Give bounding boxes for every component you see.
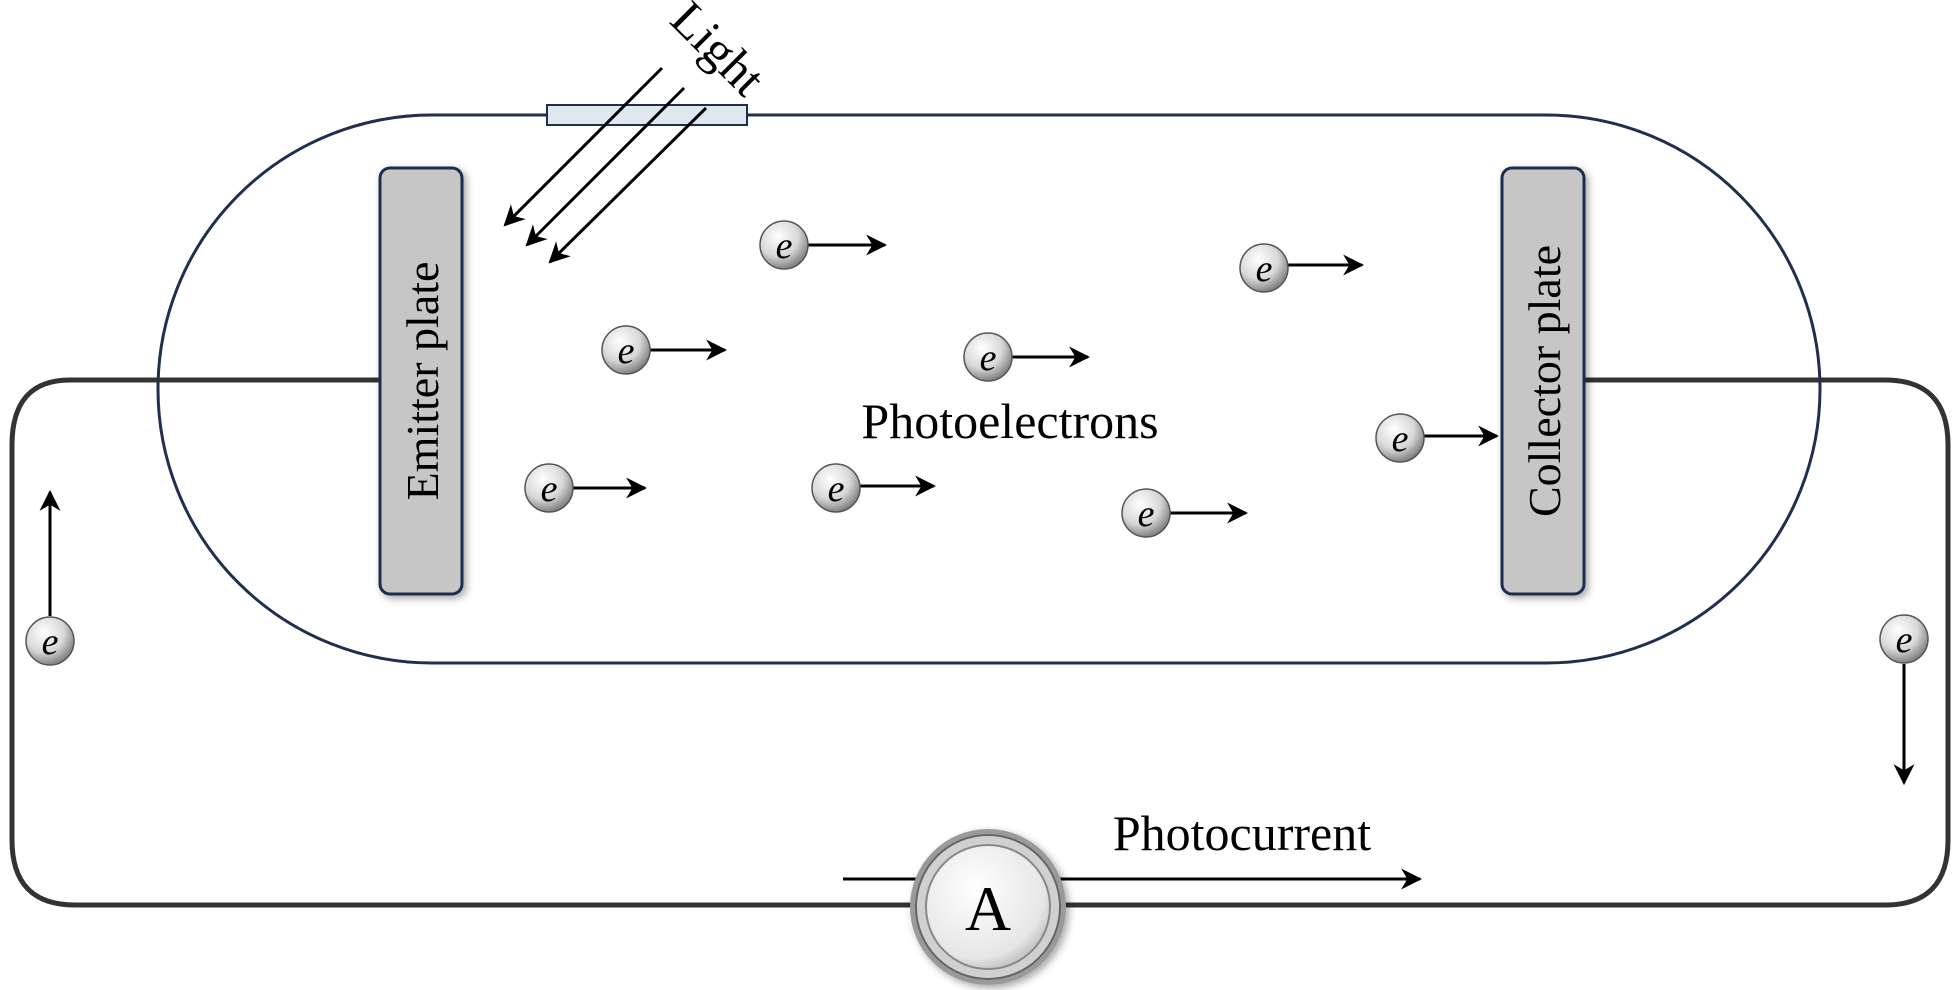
quartz-window [546, 104, 748, 126]
emitter-plate-label: Emitter plate [397, 262, 448, 501]
electron-label: e [776, 225, 793, 267]
electron: e [524, 463, 648, 513]
electron-label: e [980, 337, 997, 379]
light-label: Light [660, 0, 776, 106]
electron: e [1239, 243, 1365, 293]
electron: e [601, 325, 728, 375]
ammeter: A [910, 829, 1066, 985]
electron: e [1879, 614, 1929, 786]
ammeter-label: A [965, 873, 1011, 944]
collector-plate-label: Collector plate [1519, 245, 1570, 517]
electron: e [1375, 413, 1500, 463]
electron-label: e [828, 468, 845, 510]
light-rays [503, 66, 708, 264]
vacuum-tube [156, 113, 1822, 665]
photocurrent-label: Photocurrent [1113, 805, 1371, 861]
electron-label: e [1896, 619, 1913, 661]
photoelectrons-label: Photoelectrons [861, 393, 1158, 449]
emitter-plate: Emitter plate [378, 166, 464, 596]
electron-label: e [1138, 493, 1155, 535]
light-ray-2 [525, 86, 686, 247]
electron: e [759, 220, 888, 270]
electron-label: e [541, 468, 558, 510]
electron-label: e [42, 621, 59, 663]
electron: e [811, 463, 937, 513]
electron: e [963, 332, 1091, 382]
electron: e [1121, 488, 1249, 538]
electron-label: e [1392, 418, 1409, 460]
circuit-wire [9, 377, 1951, 908]
collector-plate: Collector plate [1500, 166, 1586, 596]
electron-label: e [1256, 248, 1273, 290]
light-ray-1 [503, 66, 664, 227]
electron-label: e [618, 330, 635, 372]
light-ray-3 [548, 106, 708, 264]
electron: e [25, 489, 75, 666]
